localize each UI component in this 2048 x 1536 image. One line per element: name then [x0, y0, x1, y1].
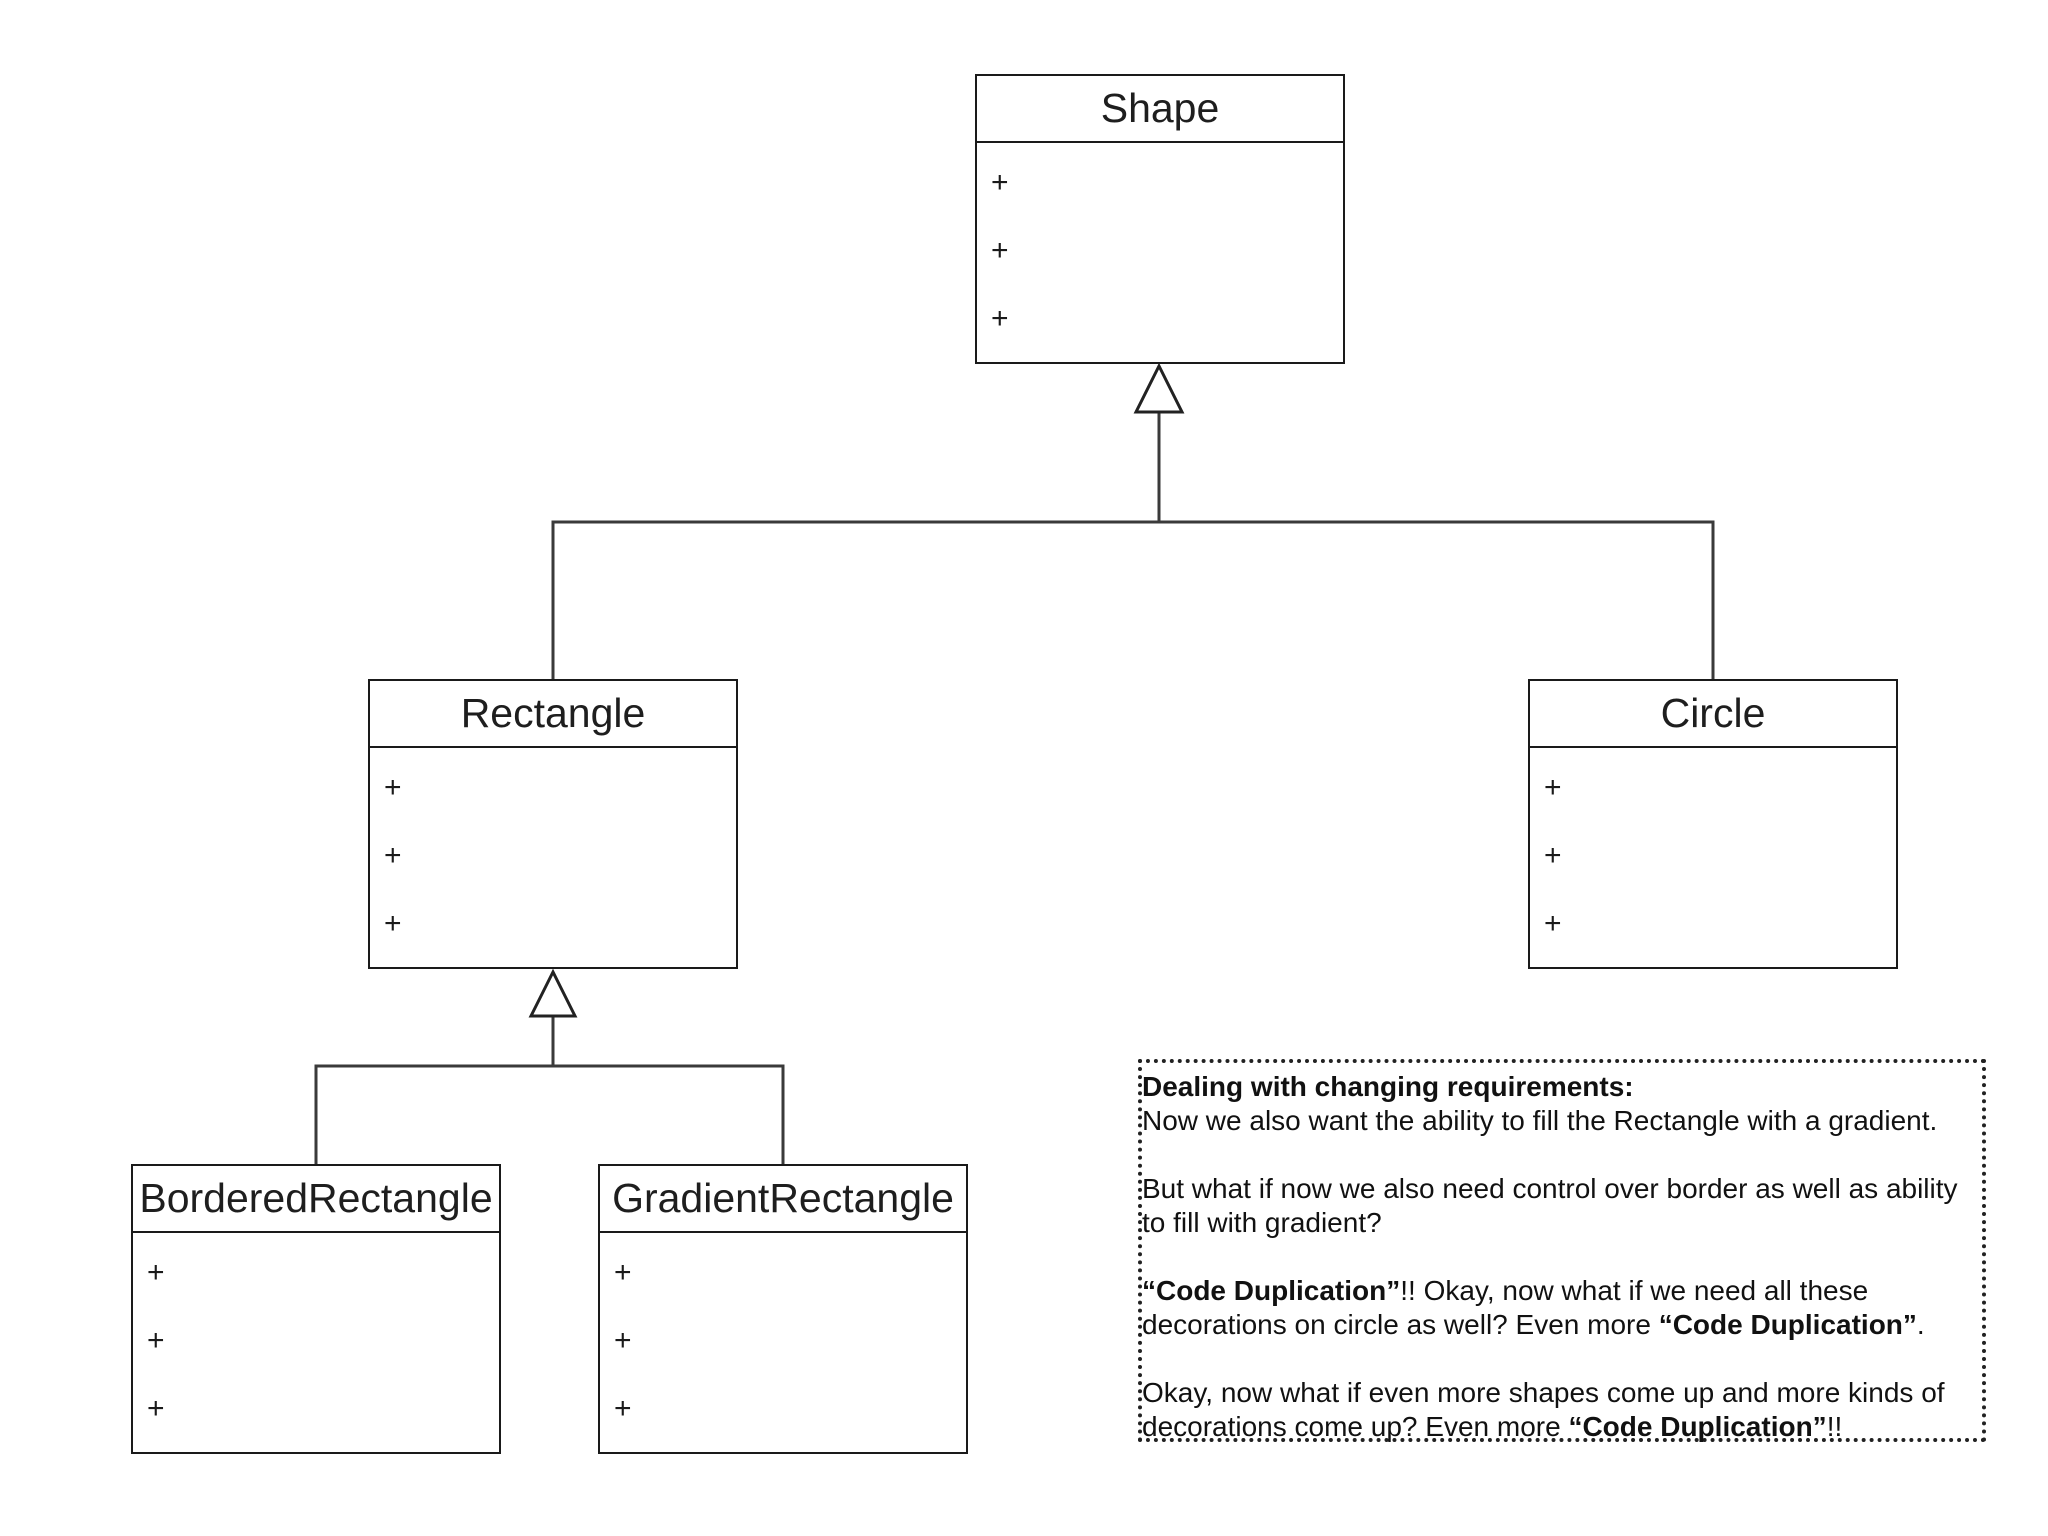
inheritance-arrowhead-shape: [1133, 362, 1185, 414]
note-text: !!: [1826, 1411, 1843, 1442]
class-member: +: [1544, 907, 1562, 940]
class-circle[interactable]: Circle + + +: [1528, 679, 1898, 969]
note-text: decorations on circle as well? Even more: [1142, 1309, 1659, 1340]
note-paragraph-2: But what if now we also need control ove…: [1142, 1172, 1982, 1240]
note-paragraph-3: “Code Duplication”!! Okay, now what if w…: [1142, 1274, 1982, 1342]
class-member: +: [614, 1324, 632, 1357]
class-member: +: [384, 839, 402, 872]
class-name: GradientRectangle: [600, 1166, 966, 1233]
connector-bordered-to-rectangle: [314, 1064, 553, 1164]
class-name: Shape: [977, 76, 1343, 143]
class-gradient-rectangle[interactable]: GradientRectangle + + +: [598, 1164, 968, 1454]
class-rectangle[interactable]: Rectangle + + +: [368, 679, 738, 969]
class-member: +: [147, 1324, 165, 1357]
note-line: Now we also want the ability to fill the…: [1142, 1105, 1938, 1136]
class-member: +: [991, 166, 1009, 199]
note-heading: Dealing with changing requirements:: [1142, 1071, 1634, 1102]
class-member: +: [384, 771, 402, 804]
class-member: +: [614, 1392, 632, 1425]
inheritance-arrowhead-rectangle: [528, 968, 578, 1018]
note-text: decorations come up? Even more: [1142, 1411, 1569, 1442]
class-name: Rectangle: [370, 681, 736, 748]
class-name: BorderedRectangle: [133, 1166, 499, 1233]
note-emphasis: “Code Duplication”: [1568, 1411, 1827, 1442]
class-member: +: [147, 1256, 165, 1289]
class-member: +: [1544, 839, 1562, 872]
class-bordered-rectangle[interactable]: BorderedRectangle + + +: [131, 1164, 501, 1454]
class-member: +: [991, 234, 1009, 267]
connector-gradient-to-rectangle: [553, 1064, 785, 1164]
class-shape[interactable]: Shape + + +: [975, 74, 1345, 364]
note-paragraph-1: Dealing with changing requirements: Now …: [1142, 1070, 1982, 1138]
connector-circle-to-shape: [1159, 520, 1715, 679]
class-member: +: [614, 1256, 632, 1289]
class-member: +: [147, 1392, 165, 1425]
note-paragraph-4: Okay, now what if even more shapes come …: [1142, 1376, 1982, 1444]
note-text: .: [1916, 1309, 1925, 1340]
note-line: Okay, now what if even more shapes come …: [1142, 1377, 1945, 1408]
note-emphasis: “Code Duplication”: [1658, 1309, 1917, 1340]
class-member: +: [991, 302, 1009, 335]
note-emphasis: “Code Duplication”: [1142, 1275, 1401, 1306]
note-line: to fill with gradient?: [1142, 1207, 1382, 1238]
class-name: Circle: [1530, 681, 1896, 748]
note-text: !! Okay, now what if we need all these: [1400, 1275, 1869, 1306]
requirements-note: Dealing with changing requirements: Now …: [1138, 1059, 1986, 1442]
connector-rectangle-to-shape: [551, 520, 1159, 679]
note-line: But what if now we also need control ove…: [1142, 1173, 1958, 1204]
class-member: +: [1544, 771, 1562, 804]
class-member: +: [384, 907, 402, 940]
